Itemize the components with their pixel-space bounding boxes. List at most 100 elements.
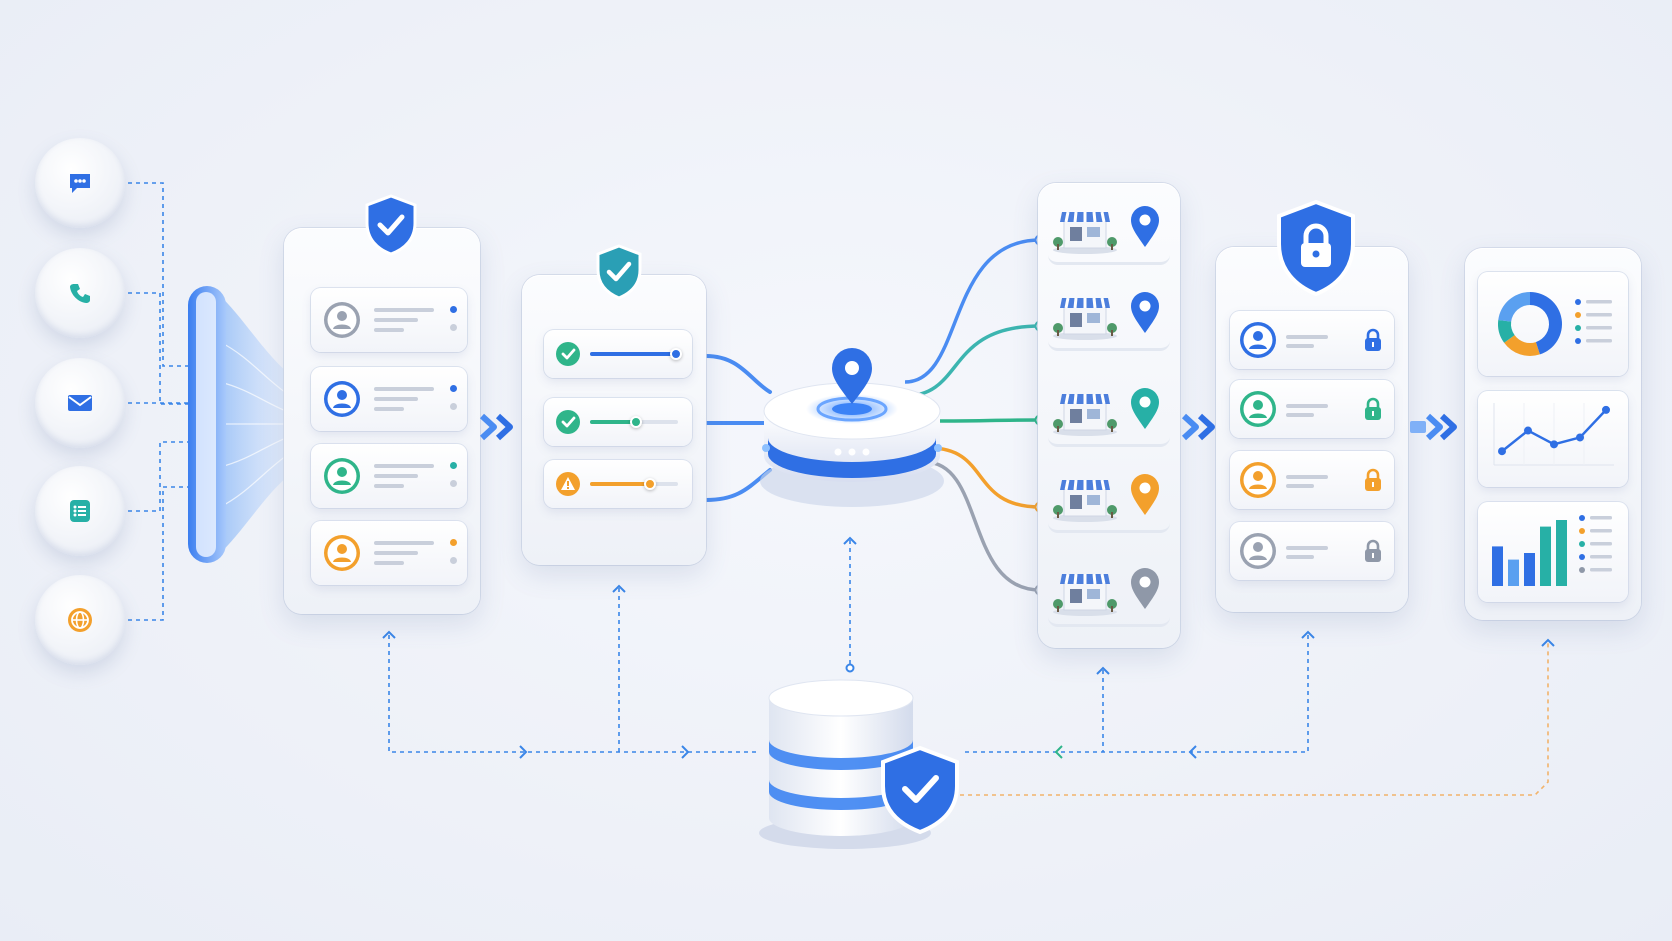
status-dot [450, 403, 457, 410]
arrow-head-icon [1541, 638, 1555, 647]
progress-fill [590, 352, 678, 356]
profile-card[interactable] [311, 288, 467, 352]
secure-record-card[interactable] [1230, 311, 1394, 369]
user-avatar-icon [324, 381, 360, 417]
arrow-head-icon [681, 745, 690, 759]
text-placeholder [1286, 413, 1314, 417]
route-line [924, 460, 1041, 592]
location-row[interactable] [1048, 284, 1170, 351]
legend-swatch [1575, 325, 1581, 331]
location-row[interactable] [1048, 198, 1170, 265]
location-pin-icon [1130, 568, 1160, 610]
text-placeholder [1286, 344, 1314, 348]
text-placeholder [374, 308, 434, 312]
legend-swatch [1579, 567, 1585, 573]
slider-knob[interactable] [630, 416, 642, 428]
status-dot [450, 324, 457, 331]
sync-line [388, 635, 760, 753]
profile-card[interactable] [311, 367, 467, 431]
line-point [1576, 433, 1584, 442]
slider-knob[interactable] [670, 348, 682, 360]
shield-check-icon [881, 745, 959, 835]
location-pin-icon [832, 348, 872, 404]
storefront-icon [1052, 472, 1118, 522]
database [759, 679, 959, 849]
secure-record-card[interactable] [1230, 451, 1394, 509]
validation-row[interactable] [544, 398, 692, 446]
source-channel[interactable] [35, 248, 125, 338]
route-line [904, 238, 1041, 384]
secure-record-card[interactable] [1230, 380, 1394, 438]
arrow-head-icon [1054, 745, 1063, 759]
port-dot [845, 663, 855, 673]
secure-record-card[interactable] [1230, 522, 1394, 580]
user-avatar-icon [1240, 322, 1276, 358]
line-point [1550, 440, 1558, 449]
text-placeholder [374, 397, 418, 401]
sync-line-orange [960, 640, 1549, 796]
storefront-icon [1052, 566, 1118, 616]
donut-slice [1498, 319, 1515, 343]
data-flow [704, 354, 772, 394]
check-circle-icon [556, 342, 580, 366]
text-placeholder [374, 328, 404, 332]
progress-slider[interactable] [590, 416, 678, 428]
lock-icon [1362, 397, 1384, 421]
legend-placeholder [1590, 555, 1612, 559]
progress-slider[interactable] [590, 348, 682, 360]
lock-icon [1362, 539, 1384, 563]
flow-arrow-icon [1181, 413, 1215, 441]
profile-card[interactable] [311, 521, 467, 585]
form-list-icon [62, 493, 98, 529]
text-placeholder [374, 561, 404, 565]
status-dot [450, 557, 457, 564]
source-channel[interactable] [35, 138, 125, 228]
text-placeholder [374, 464, 434, 468]
arrow-head-icon [1096, 666, 1110, 675]
arrow-head-icon [843, 536, 857, 545]
slider-knob[interactable] [644, 478, 656, 490]
text-placeholder [374, 318, 418, 322]
route-line [939, 418, 1041, 423]
ellipsis-icon [834, 448, 870, 456]
storefront-icon [1052, 290, 1118, 340]
location-row[interactable] [1048, 466, 1170, 533]
flow-arrow-icon [1410, 413, 1457, 441]
warning-icon [556, 472, 580, 496]
text-placeholder [374, 541, 434, 545]
globe-icon [62, 602, 98, 638]
progress-slider[interactable] [590, 478, 678, 490]
mail-icon [62, 385, 98, 421]
source-connector [128, 292, 196, 405]
phone-icon [62, 275, 98, 311]
route-line [929, 446, 1041, 509]
validation-row[interactable] [544, 330, 692, 378]
legend-swatch [1575, 338, 1581, 344]
storefront-icon [1052, 386, 1118, 436]
location-pin-icon [1130, 388, 1160, 430]
text-placeholder [1286, 475, 1328, 479]
lock-icon [1362, 468, 1384, 492]
source-channel[interactable] [35, 358, 125, 448]
validation-row[interactable] [544, 460, 692, 508]
router-hub [760, 348, 944, 507]
location-row[interactable] [1048, 380, 1170, 447]
bar [1524, 553, 1535, 586]
location-row[interactable] [1048, 560, 1170, 627]
user-avatar-icon [324, 458, 360, 494]
source-channel[interactable] [35, 466, 125, 556]
arrow-head-icon [1301, 630, 1315, 639]
legend-swatch [1575, 312, 1581, 318]
source-connector [128, 486, 196, 621]
status-dot [450, 462, 457, 469]
source-connector [128, 182, 196, 367]
profile-card[interactable] [311, 444, 467, 508]
progress-fill [590, 482, 652, 486]
text-placeholder [1286, 335, 1328, 339]
bar [1492, 546, 1503, 586]
route-line [904, 324, 1041, 398]
source-channel[interactable] [35, 575, 125, 665]
text-placeholder [1286, 484, 1314, 488]
text-placeholder [374, 407, 404, 411]
